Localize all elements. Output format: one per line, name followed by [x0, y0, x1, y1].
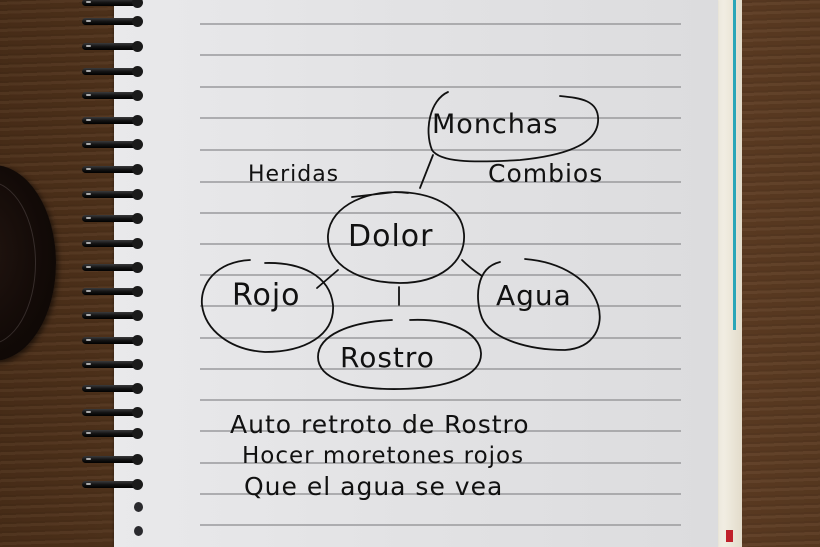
spiral-coil: [82, 65, 143, 78]
ruled-line: [200, 462, 681, 464]
ruled-line: [200, 493, 681, 495]
teal-cover-edge: [733, 0, 736, 330]
node-label-monchas: Monchas: [432, 109, 559, 140]
node-outline-rostro: [317, 318, 482, 390]
spiral-coil: [82, 309, 143, 322]
node-label-dolor: Dolor: [348, 219, 433, 254]
spiral-coil: [82, 285, 143, 298]
node-outline-dolor: [327, 191, 465, 284]
binding-hole: [134, 502, 143, 512]
spiral-coil: [82, 0, 143, 9]
spiral-coil: [82, 382, 143, 395]
spiral-coil: [82, 40, 143, 53]
spiral-coil: [82, 15, 143, 28]
ruled-line: [200, 399, 681, 401]
ruled-line: [200, 368, 681, 370]
spiral-coil: [82, 406, 143, 419]
ruled-line: [200, 54, 681, 56]
ruled-line: [200, 23, 681, 25]
red-tab-marker: [726, 530, 733, 542]
spiral-coil: [82, 358, 143, 371]
spiral-coil: [82, 163, 143, 176]
ruled-line: [200, 212, 681, 214]
connector-line: [316, 269, 339, 289]
binding-hole: [134, 526, 143, 536]
spiral-coil: [82, 237, 143, 250]
node-label-rostro: Rostro: [340, 341, 435, 374]
spiral-coil: [82, 478, 143, 491]
spiral-coil: [82, 427, 143, 440]
node-label-agua: Agua: [496, 279, 572, 312]
ruled-line: [200, 430, 681, 432]
ruled-line: [200, 243, 681, 245]
spiral-coil: [82, 89, 143, 102]
ruled-line: [200, 337, 681, 339]
note-line-2: Hocer moretones rojos: [242, 443, 524, 469]
note-line-1: Auto retroto de Rostro: [230, 410, 530, 439]
node-outline-rojo: [201, 259, 334, 353]
note-line-3: Que el agua se vea: [244, 472, 503, 501]
spiral-coil: [82, 114, 143, 127]
connector-line: [461, 259, 483, 277]
ruled-line: [200, 149, 681, 151]
node-label-rojo: Rojo: [232, 278, 301, 313]
ruled-line: [200, 86, 681, 88]
spiral-coil: [82, 138, 143, 151]
spiral-coil: [82, 188, 143, 201]
spiral-coil: [82, 334, 143, 347]
ruled-line: [200, 181, 681, 183]
spiral-coil: [82, 453, 143, 466]
ruled-line: [200, 524, 681, 526]
side-label-heridas: Heridas: [248, 162, 339, 187]
node-outline-monchas: [427, 91, 599, 163]
spiral-coil: [82, 212, 143, 225]
ruled-line: [200, 305, 681, 307]
node-outline-agua: [477, 258, 601, 351]
side-label-combios: Combios: [488, 159, 603, 188]
ruled-line: [200, 117, 681, 119]
connector-line: [419, 154, 434, 189]
spiral-coil: [82, 261, 143, 274]
